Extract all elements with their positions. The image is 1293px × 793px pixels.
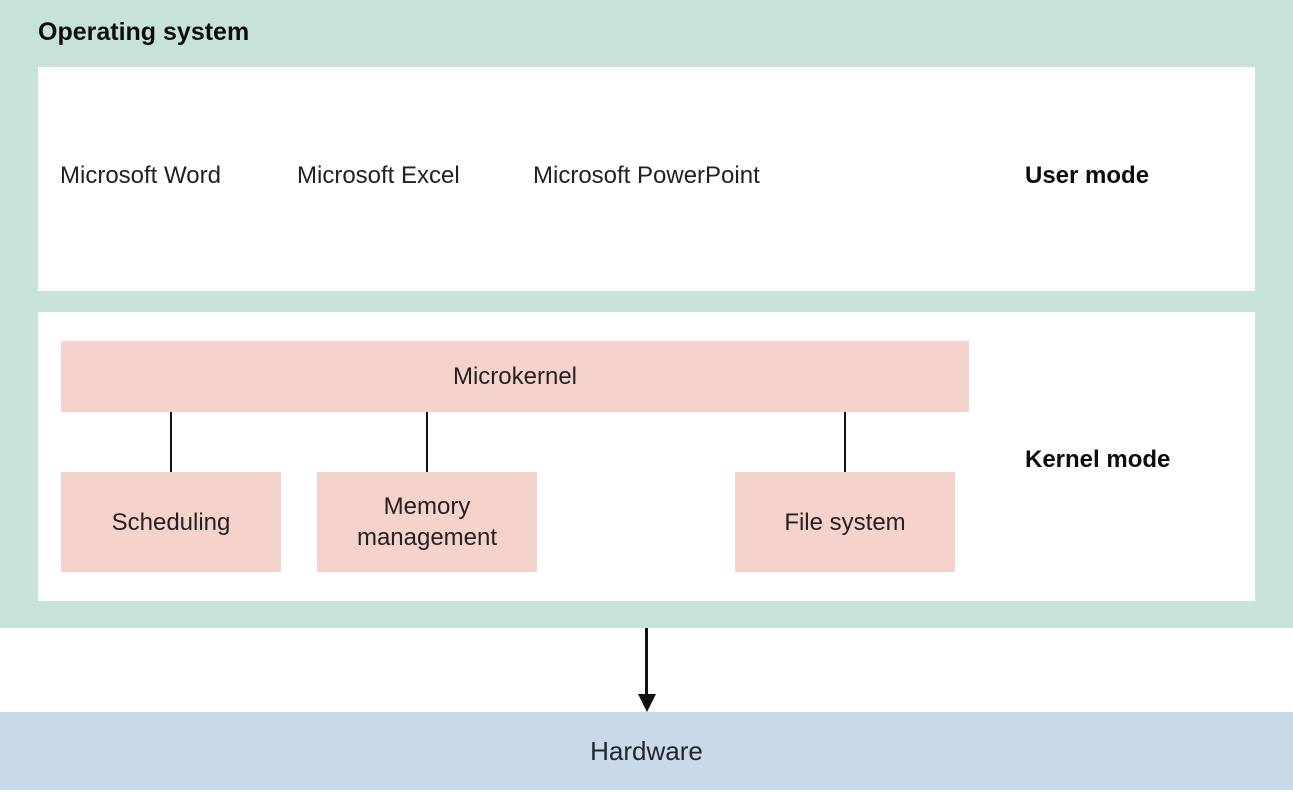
connector-line-memory-management [426, 412, 428, 472]
app-label-microsoft-excel: Microsoft Excel [297, 162, 460, 189]
hardware-label: Hardware [590, 735, 703, 766]
microkernel-label: Microkernel [452, 363, 578, 390]
app-label-microsoft-powerpoint: Microsoft PowerPoint [533, 162, 760, 189]
memory-management-label: Memory management [356, 493, 498, 551]
app-label-microsoft-word: Microsoft Word [60, 162, 221, 189]
scheduling-label: Scheduling [111, 508, 231, 536]
file-system-box: File system [735, 472, 955, 572]
kernel-mode-label: Kernel mode [1025, 446, 1171, 473]
file-system-label: File system [784, 508, 906, 536]
user-mode-panel: Microsoft Word Microsoft Excel Microsoft… [38, 67, 1255, 291]
arrow-head-icon [638, 694, 656, 712]
hardware-layer: Hardware [0, 712, 1293, 790]
user-mode-label: User mode [1025, 162, 1150, 189]
microkernel-box: Microkernel [61, 341, 969, 412]
operating-system-title: Operating system [38, 18, 250, 46]
operating-system-region: Operating system Microsoft Word Microsof… [0, 0, 1293, 628]
arrow-line [645, 628, 648, 696]
memory-management-box: Memory management [317, 472, 537, 572]
connector-line-scheduling [170, 412, 172, 472]
connector-line-file-system [844, 412, 846, 472]
scheduling-box: Scheduling [61, 472, 281, 572]
kernel-mode-panel: Microkernel Scheduling Memory management… [38, 312, 1255, 601]
